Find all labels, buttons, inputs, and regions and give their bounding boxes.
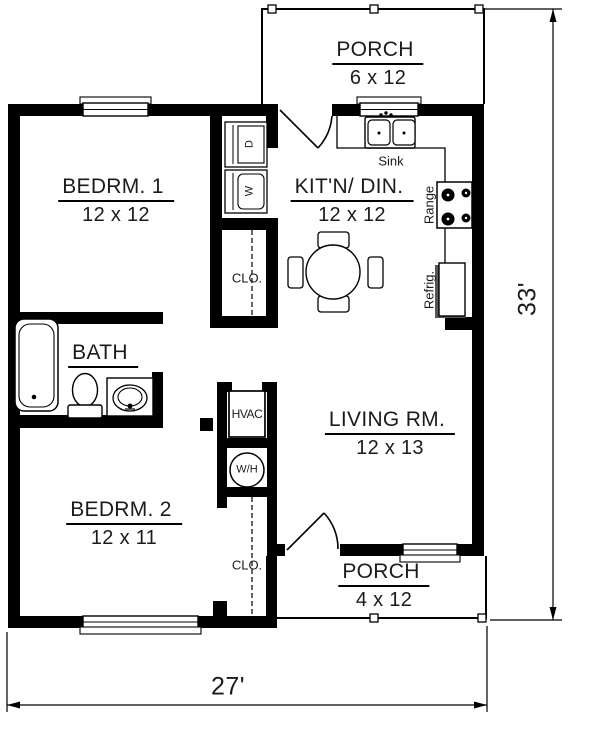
porch-bottom-label: PORCH 4 x 12 [338,560,430,612]
refrigerator-fixture [435,262,466,318]
porch-top-label: PORCH 6 x 12 [332,38,424,90]
room-name: PORCH [338,560,430,588]
room-size: 12 x 12 [318,204,386,227]
sink-fixture [364,111,416,149]
bedroom1-window [79,96,152,117]
bathtub [14,318,59,412]
porch-posts [267,4,487,623]
bath-label: BATH [68,341,138,369]
bedroom2-label: BEDRM. 2 12 x 11 [66,498,182,550]
kitchen-window [356,96,422,117]
room-size: 4 x 12 [355,589,413,612]
room-name: BEDRM. 1 [58,175,174,203]
room-name: LIVING RM. [324,408,456,436]
closet-top-label: CLO. [231,270,263,286]
range-label: Range [421,185,437,225]
width-dimension-label: 27' [210,672,246,701]
dryer-label: D [243,140,256,148]
bedroom1-label: BEDRM. 1 12 x 12 [58,175,174,227]
room-size: 6 x 12 [349,67,407,90]
kitchen-label: KIT'N/ DIN. 12 x 12 [290,175,414,227]
bedroom2-window [79,615,202,635]
room-size: 12 x 13 [356,437,424,460]
washer-label: W [243,185,256,197]
water-heater-label: W/H [236,463,258,476]
room-size: 12 x 11 [90,527,158,550]
room-name: BATH [68,341,138,369]
refrigerator-label: Refrig. [421,270,437,310]
dining-table [287,231,384,313]
washer-unit [224,169,268,214]
kitchen-entry-door [279,109,333,149]
room-name: KIT'N/ DIN. [290,175,414,203]
toilet [67,372,103,419]
depth-dimension-33 [484,8,562,621]
room-name: PORCH [332,38,424,66]
dryer-unit [224,121,268,168]
living-room-window [399,543,461,563]
room-name: BEDRM. 2 [66,498,182,526]
width-dimension-27 [6,626,488,712]
hvac-unit [228,390,266,438]
sink-label: Sink [378,153,404,169]
living-entry-door [286,512,339,551]
living-room-label: LIVING RM. 12 x 13 [324,408,456,460]
hvac-label: HVAC [231,407,263,421]
vanity-sink [106,377,154,417]
closet-bottom-label: CLO. [231,557,263,573]
walls [8,104,484,628]
room-size: 12 x 12 [82,204,150,227]
depth-dimension-label: 33' [513,281,542,317]
range-fixture [436,181,473,229]
water-heater-unit [229,452,265,488]
windows [79,96,461,635]
